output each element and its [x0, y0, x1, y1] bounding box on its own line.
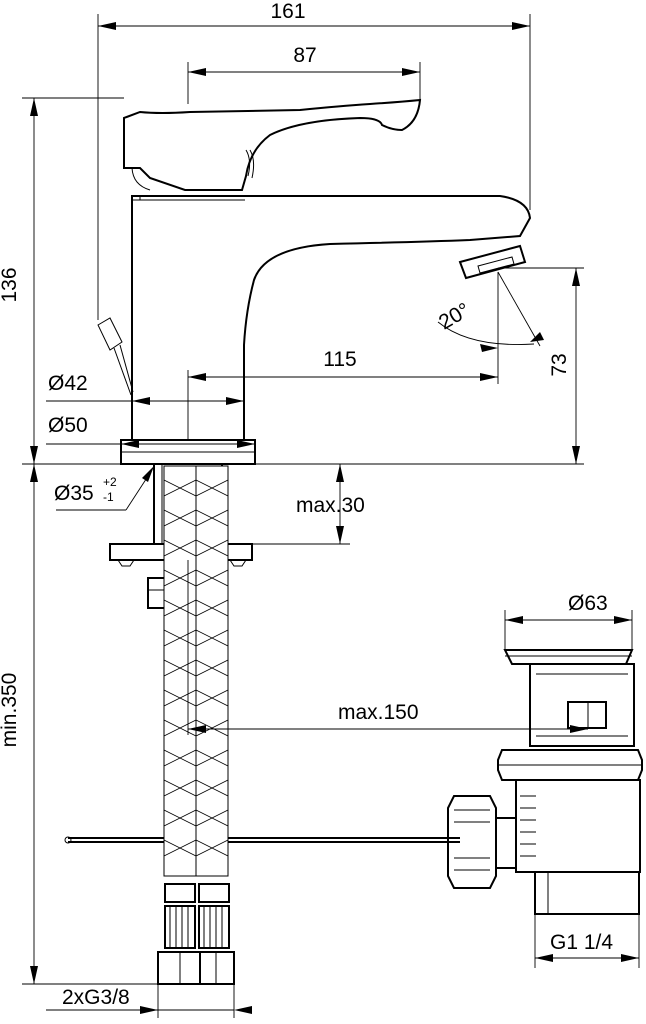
- dimensions: [22, 14, 640, 1018]
- label-countertop-thickness: max.30: [296, 494, 365, 517]
- drain-body-upper: [529, 663, 635, 747]
- label-height: 136: [0, 267, 21, 302]
- popup-rod: [97, 317, 123, 351]
- label-hole-tolerance-lower: -1: [103, 490, 114, 504]
- label-base-diameter: Ø50: [48, 414, 88, 437]
- faucet-handle: [123, 98, 422, 191]
- faucet-body: [131, 195, 532, 441]
- label-drain-diameter: Ø63: [568, 592, 608, 615]
- supply-hoses: [157, 465, 235, 985]
- rod-nut: [447, 795, 497, 889]
- hose-nut-left: [157, 951, 201, 985]
- label-body-diameter: Ø42: [48, 372, 88, 395]
- mounting-assembly: [64, 463, 460, 844]
- label-drain-thread: G1 1/4: [550, 931, 613, 954]
- drain-body-lower: [515, 779, 641, 873]
- hose-fitting-right: [198, 883, 230, 903]
- hose-nut-right: [199, 951, 235, 985]
- label-max-distance: max.150: [338, 701, 419, 724]
- label-aerator-angle: 20°: [435, 299, 474, 335]
- drain-flange: [503, 649, 634, 665]
- hose-fitting-left: [164, 883, 196, 903]
- label-hose-length: min.350: [0, 673, 21, 748]
- label-overall-length: 161: [270, 0, 305, 23]
- label-handle-length: 87: [293, 44, 316, 67]
- label-hole-tolerance-upper: +2: [103, 475, 117, 489]
- label-hole-diameter: Ø35: [54, 482, 94, 505]
- drain-tail: [534, 871, 640, 915]
- faucet: [97, 98, 532, 465]
- drain-assembly: [447, 649, 643, 915]
- aerator: [458, 244, 527, 280]
- label-hose-connections: 2xG3/8: [62, 986, 130, 1009]
- dim-arc-aerator-angle: [437, 321, 535, 345]
- label-aerator-height: 73: [548, 353, 571, 376]
- label-spout-reach: 115: [323, 348, 356, 371]
- labels: 161 87 136 115 73 20° Ø42 Ø50 Ø35 +2 -1 …: [0, 0, 613, 1009]
